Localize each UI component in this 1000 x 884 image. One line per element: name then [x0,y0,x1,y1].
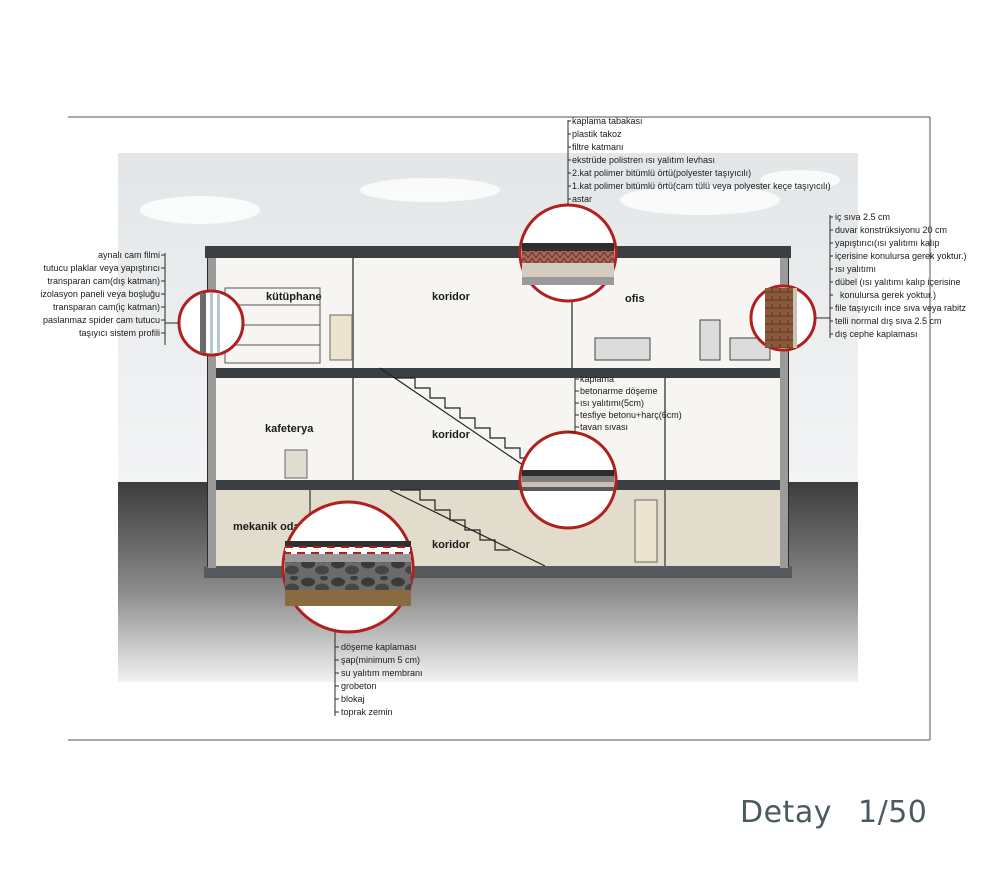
floor-layer-label: kaplama [580,374,614,384]
ground-layer-label: şap(minimum 5 cm) [341,655,420,665]
room-label-office: ofis [625,293,645,305]
room-label-library: kütüphane [266,291,322,303]
floor-detail-callout [518,430,618,530]
room-label-mechanical: mekanik oda [233,521,301,533]
floor-layer-label: tavan sıvası [580,422,628,432]
wall-layer-label: iç sıva 2.5 cm [835,212,890,222]
wall-detail-callout [749,284,817,352]
clouds [140,170,840,224]
room-label-corridor-bottom: koridor [432,539,471,551]
floor-layer-label: ısı yalıtımı(5cm) [580,398,644,408]
facade-layer-label: izolasyon paneli veya boşluğu [40,289,160,299]
facade-layer-label: tutucu plaklar veya yapıştırıcı [43,263,160,273]
roof-layer-label: 1.kat polimer bitümlü örtü(cam tülü veya… [572,181,831,191]
roof-layer-labels: kaplama tabakası plastik takoz filtre ka… [572,116,831,204]
room-label-corridor-top: koridor [432,291,471,303]
floor-layer-label: betonarme döşeme [580,386,658,396]
ground-layer-labels: döşeme kaplaması şap(minimum 5 cm) su ya… [341,642,423,717]
wall-layer-labels: iç sıva 2.5 cm duvar konstrüksiyonu 20 c… [835,212,967,339]
ground-detail-callout [281,500,415,634]
ground-layer-label: blokaj [341,694,365,704]
facade-layer-label: aynalı cam filmi [98,250,160,260]
room-label-cafeteria: kafeterya [265,423,314,435]
floor-layer-label: tesfiye betonu+harç(6cm) [580,410,682,420]
leader-ticks [161,120,833,713]
roof-layer-label: 2.kat polimer bitümlü örtü(polyester taş… [572,168,751,178]
facade-layer-label: taşıyıcı sistem profili [79,328,160,338]
facade-layer-labels: aynalı cam filmi tutucu plaklar veya yap… [40,250,160,338]
roof-layer-label: astar [572,194,592,204]
detail-title: Detay [740,795,832,830]
ground-layer-label: toprak zemin [341,707,393,717]
wall-layer-label: konulursa gerek yoktur.) [840,290,936,300]
floor-layer-labels: kaplama betonarme döşeme ısı yalıtımı(5c… [580,374,682,432]
facade-detail-callout [177,289,245,357]
room-label-corridor-mid: koridor [432,429,471,441]
wall-layer-label: dış cephe kaplaması [835,329,918,339]
roof-layer-label: filtre katmanı [572,142,624,152]
roof-layer-label: plastik takoz [572,129,622,139]
detail-scale: 1/50 [858,795,928,830]
facade-layer-label: transparan cam(iç katman) [53,302,160,312]
wall-layer-label: içerisine konulursa gerek yoktur.) [835,251,967,261]
roof-layer-label: kaplama tabakası [572,116,643,126]
wall-layer-label: duvar konstrüksiyonu 20 cm [835,225,947,235]
ground-layer-label: su yalıtım membranı [341,668,423,678]
wall-layer-label: file taşıyıcılı ince sıva veya rabitz [835,303,967,313]
ground-layer-label: döşeme kaplaması [341,642,417,652]
wall-layer-label: telli normal dış sıva 2.5 cm [835,316,942,326]
sheet-frame [68,116,931,741]
wall-layer-label: dübel (ısı yalıtımı kalıp içerisine [835,277,961,287]
roof-layer-label: ekstrüde polistren ısı yalıtım levhası [572,155,715,165]
facade-layer-label: paslanmaz spider cam tutucu [43,315,160,325]
wall-layer-label: yapıştırıcı(ısı yalıtımı kalıp [835,238,940,248]
ground-layer-label: grobeton [341,681,377,691]
roof-detail-callout [518,203,618,303]
facade-layer-label: transparan cam(dış katman) [47,276,160,286]
wall-layer-label: ısı yalıtımı [835,264,876,274]
